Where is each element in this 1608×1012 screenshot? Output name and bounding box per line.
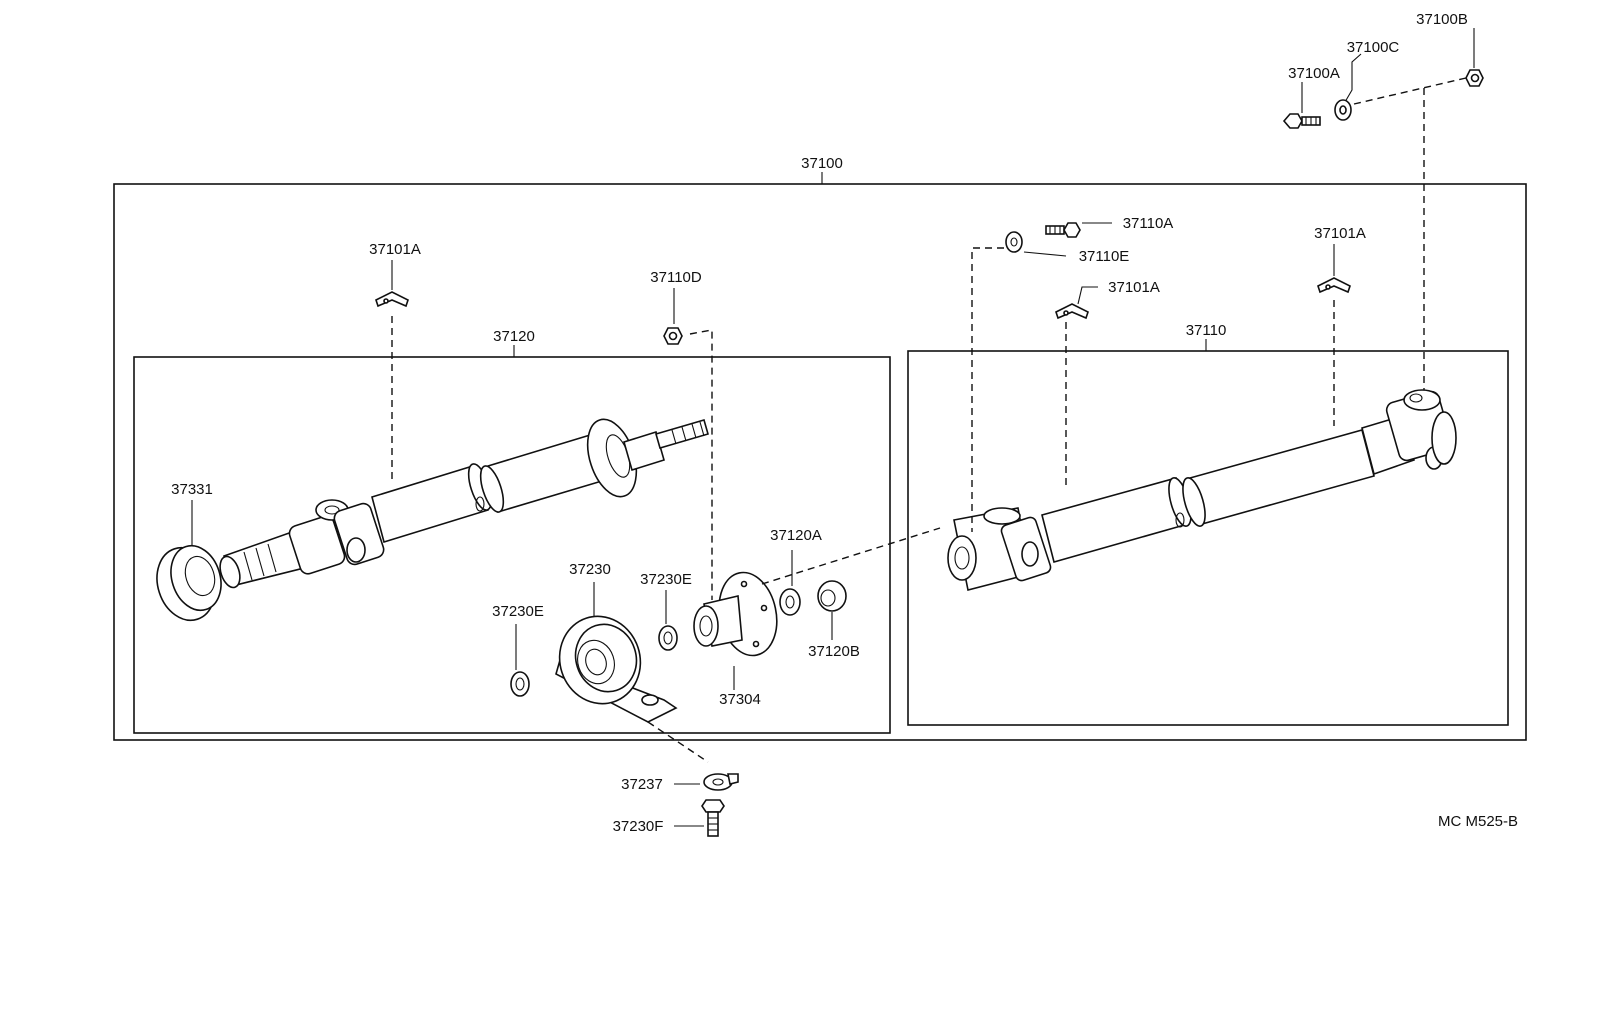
washer-37237-icon bbox=[674, 773, 739, 791]
diagram-code: MC M525-B bbox=[1438, 813, 1518, 830]
label-37100: 37100 bbox=[801, 155, 843, 172]
flange-yoke-37304-icon bbox=[693, 571, 778, 690]
label-37230f: 37230F bbox=[613, 818, 664, 835]
label-37331: 37331 bbox=[171, 481, 213, 498]
label-37110d: 37110D bbox=[650, 269, 702, 286]
label-37101a-left: 37101A bbox=[369, 241, 421, 258]
label-37100a: 37100A bbox=[1288, 65, 1340, 82]
bolt-37230f-icon bbox=[674, 799, 725, 837]
label-37237: 37237 bbox=[621, 776, 663, 793]
label-37120: 37120 bbox=[493, 328, 535, 345]
washer-37230e-left-icon bbox=[510, 624, 530, 697]
label-37230e-right: 37230E bbox=[640, 571, 692, 588]
washer-37230e-right-icon bbox=[658, 590, 678, 651]
label-37110: 37110 bbox=[1186, 322, 1227, 339]
nut-37120b-icon bbox=[817, 580, 847, 640]
label-37120a: 37120A bbox=[770, 527, 822, 544]
balance-weight-37101a-right-icon bbox=[1317, 244, 1351, 294]
washer-37100c-icon bbox=[1334, 53, 1362, 121]
label-37110e: 37110E bbox=[1079, 248, 1130, 265]
front-propeller-shaft-37120-icon bbox=[219, 418, 709, 589]
dust-seal-37331-icon bbox=[156, 500, 222, 622]
label-37100c: 37100C bbox=[1347, 39, 1400, 56]
assembly-frame-37100 bbox=[113, 183, 1527, 741]
nut-37100b-icon bbox=[1465, 28, 1484, 87]
assembly-frame-37110 bbox=[907, 350, 1509, 726]
nut-37110d-icon bbox=[663, 288, 683, 345]
label-37304: 37304 bbox=[719, 691, 761, 708]
balance-weight-37101a-mid-icon bbox=[1055, 286, 1098, 320]
bolt-37100a-icon bbox=[1282, 82, 1321, 129]
bolt-37110a-icon bbox=[1045, 222, 1112, 238]
center-bearing-37230-icon bbox=[555, 582, 678, 723]
label-37101a-right: 37101A bbox=[1314, 225, 1366, 242]
label-37110a: 37110A bbox=[1123, 215, 1174, 232]
label-37101a-mid: 37101A bbox=[1108, 279, 1160, 296]
balance-weight-37101a-left-icon bbox=[375, 260, 409, 308]
rear-propeller-shaft-37110-icon bbox=[947, 389, 1457, 591]
label-37230e-left: 37230E bbox=[492, 603, 544, 620]
label-37230: 37230 bbox=[569, 561, 611, 578]
label-37100b: 37100B bbox=[1416, 11, 1468, 28]
washer-37120a-icon bbox=[779, 550, 801, 616]
label-37120b: 37120B bbox=[808, 643, 860, 660]
assembly-frame-37120 bbox=[133, 356, 891, 734]
washer-37110e-icon bbox=[1005, 231, 1067, 257]
